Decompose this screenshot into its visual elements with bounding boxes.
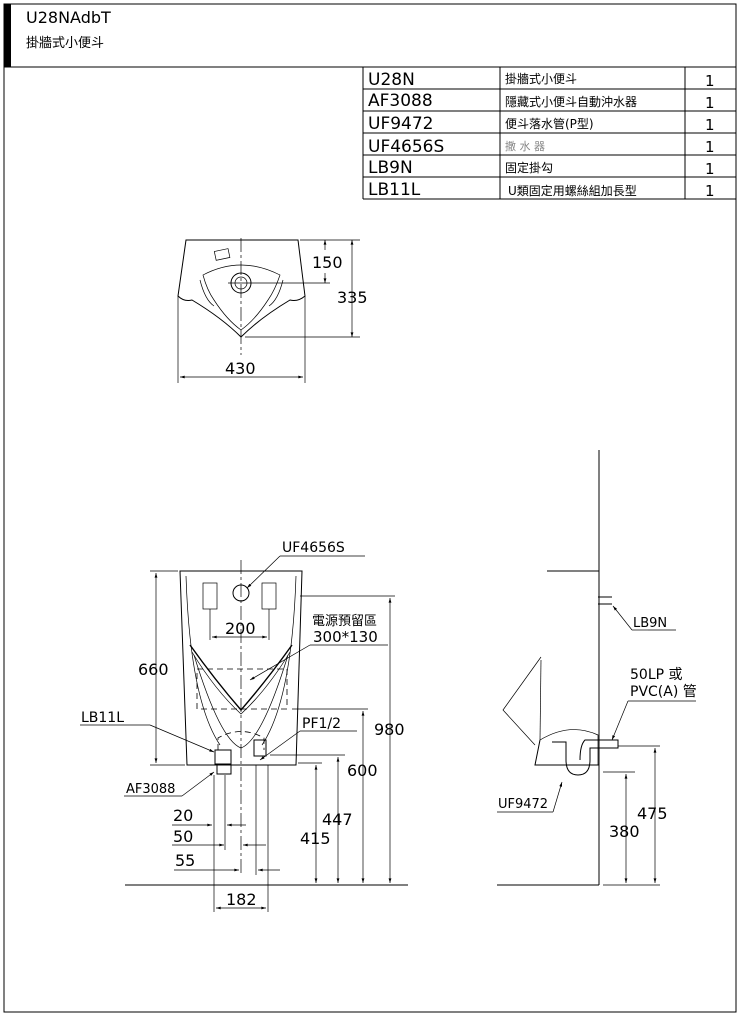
front-view: 200 UF4656S 電源預留區 300*130 660 LB11L PF1/…	[80, 540, 408, 912]
part-description: 撒 水 器	[505, 139, 545, 153]
dim-20: 20	[173, 806, 193, 825]
label-pf12: PF1/2	[302, 716, 341, 732]
title-block: U28NAdbT 掛牆式小便斗	[26, 8, 111, 51]
dim-55: 55	[175, 851, 195, 870]
part-qty: 1	[705, 138, 715, 156]
label-power-zone-size: 300*130	[313, 628, 378, 646]
label-uf4656s: UF4656S	[282, 540, 345, 556]
part-qty: 1	[705, 116, 715, 134]
part-qty: 1	[705, 72, 715, 90]
part-qty: 1	[705, 94, 715, 112]
table-row: U28N 掛牆式小便斗 1	[368, 70, 715, 90]
table-row: UF4656S 撒 水 器 1	[368, 137, 715, 157]
dim-475: 475	[637, 804, 668, 823]
part-description: 掛牆式小便斗	[505, 71, 577, 86]
dim-415: 415	[300, 829, 331, 848]
part-description: 便斗落水管(P型)	[505, 116, 594, 131]
table-row: LB9N 固定掛勾 1	[368, 158, 715, 178]
dim-600: 600	[347, 761, 378, 780]
label-power-zone: 電源預留區	[312, 614, 377, 629]
parts-table: U28N 掛牆式小便斗 1 AF3088 隱藏式小便斗自動沖水器 1 UF947…	[362, 67, 736, 200]
part-description: 固定掛勾	[505, 160, 553, 175]
dim-335: 335	[337, 288, 368, 307]
part-code: UF9472	[368, 114, 434, 134]
dim-200: 200	[225, 619, 256, 638]
label-pipe-line1: 50LP 或	[630, 667, 683, 683]
part-code: UF4656S	[368, 137, 444, 157]
dim-182: 182	[226, 890, 257, 909]
label-lb11l: LB11L	[81, 710, 124, 726]
table-row: LB11L U類固定用螺絲組加長型 1	[368, 180, 715, 200]
dim-150: 150	[312, 253, 343, 272]
label-lb9n: LB9N	[633, 616, 667, 631]
dim-980: 980	[374, 720, 405, 739]
part-code: LB9N	[368, 158, 413, 178]
top-view: 150 335 430	[177, 238, 368, 383]
label-pipe-line2: PVC(A) 管	[630, 684, 697, 700]
dim-447: 447	[322, 810, 353, 829]
dim-380: 380	[609, 822, 640, 841]
title-strip	[4, 4, 11, 67]
table-row: UF9472 便斗落水管(P型) 1	[368, 114, 715, 134]
part-code: U28N	[368, 70, 415, 90]
part-qty: 1	[705, 160, 715, 178]
product-name: 掛牆式小便斗	[26, 36, 104, 51]
part-code: AF3088	[368, 91, 433, 111]
label-af3088: AF3088	[126, 782, 175, 797]
model-title: U28NAdbT	[26, 8, 111, 27]
part-description: U類固定用螺絲組加長型	[508, 183, 637, 198]
side-view: LB9N 50LP 或 PVC(A) 管 UF9472 475 380	[497, 450, 697, 886]
part-code: LB11L	[368, 180, 421, 200]
dim-50: 50	[173, 827, 193, 846]
label-uf9472: UF9472	[498, 797, 548, 812]
table-row: AF3088 隱藏式小便斗自動沖水器 1	[368, 91, 715, 112]
dim-660: 660	[138, 660, 169, 679]
dim-430: 430	[225, 359, 256, 378]
part-qty: 1	[705, 182, 715, 200]
drawing-frame	[3, 3, 737, 1013]
part-description: 隱藏式小便斗自動沖水器	[505, 95, 637, 109]
